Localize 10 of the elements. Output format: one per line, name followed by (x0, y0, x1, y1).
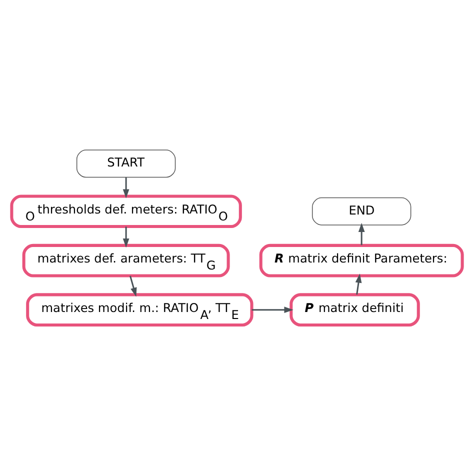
arrow (122, 226, 130, 248)
arrow (130, 275, 137, 296)
arrow (358, 222, 365, 245)
arrow (355, 273, 362, 294)
node-box: P matrix definiti (290, 292, 420, 326)
node-box: START (76, 149, 176, 178)
node-box: END (312, 196, 412, 225)
arrow (252, 306, 294, 313)
node-box: R matrix definit Parameters: (259, 243, 464, 277)
arrow (122, 177, 130, 198)
